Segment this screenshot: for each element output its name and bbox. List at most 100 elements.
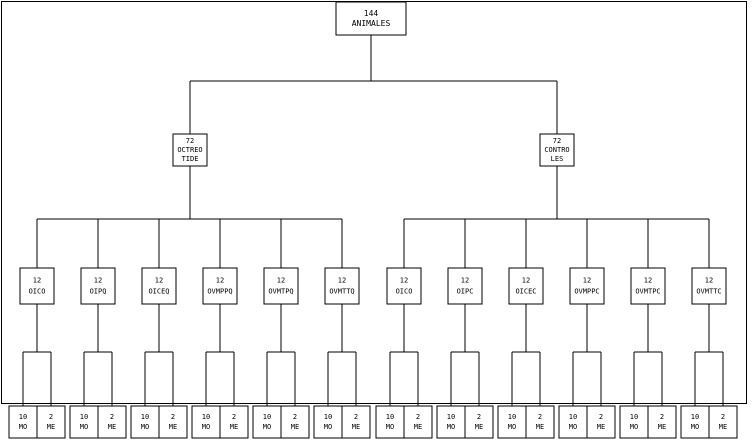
leaf-node-mo-box xyxy=(130,405,160,439)
subgroup-node-box xyxy=(141,267,177,305)
subgroup-node-label-line: OVMTPC xyxy=(635,288,660,296)
leaf-node-me: 2ME xyxy=(464,405,494,439)
leaf-node-mo-label-line: 10 xyxy=(19,413,27,421)
leaf-node-mo-box xyxy=(252,405,282,439)
subgroup-node-box xyxy=(386,267,422,305)
subgroup-node-box xyxy=(691,267,727,305)
subgroup-node-label-line: OICEC xyxy=(515,288,536,296)
leaf-node-me-label-line: 2 xyxy=(477,413,481,421)
group-node-controles-box xyxy=(539,133,575,167)
subgroup-node-box xyxy=(202,267,238,305)
leaf-node-me: 2ME xyxy=(403,405,433,439)
subgroup-node-label-line: OVMTPQ xyxy=(268,288,293,296)
subgroup-node-label-line: 12 xyxy=(705,277,713,285)
leaf-node-me-box xyxy=(36,405,66,439)
leaf-node-me-box xyxy=(647,405,677,439)
leaf-node-me: 2ME xyxy=(586,405,616,439)
subgroup-node-label-line: 12 xyxy=(400,277,408,285)
subgroup-node-label-line: OVMTTQ xyxy=(329,288,354,296)
leaf-node-mo-label-line: 10 xyxy=(630,413,638,421)
leaf-node-me-box xyxy=(525,405,555,439)
subgroup-node-label-line: OVMPPQ xyxy=(207,288,232,296)
leaf-node-mo-box xyxy=(313,405,343,439)
leaf-node-mo-box xyxy=(8,405,38,439)
leaf-node-me-label-line: 2 xyxy=(293,413,297,421)
subgroup-node-box xyxy=(508,267,544,305)
leaf-node-mo-label-line: 10 xyxy=(80,413,88,421)
leaf-node-mo-label-line: 10 xyxy=(508,413,516,421)
subgroup-node-box xyxy=(80,267,116,305)
leaf-node-me-label-line: 2 xyxy=(49,413,53,421)
subgroup-node-box xyxy=(263,267,299,305)
leaf-node-mo-label-line: MO xyxy=(202,423,210,431)
subgroup-node-label-line: OICO xyxy=(29,288,46,296)
subgroup-node-box xyxy=(19,267,55,305)
leaf-node-me-box xyxy=(403,405,433,439)
leaf-node-me-box xyxy=(280,405,310,439)
leaf-node-me-box xyxy=(219,405,249,439)
leaf-node-me-label-line: ME xyxy=(47,423,55,431)
leaf-node-me-label-line: ME xyxy=(597,423,605,431)
leaf-node-me-label-line: ME xyxy=(352,423,360,431)
subgroup-node-label-line: OICEQ xyxy=(148,288,169,296)
subgroup-node-label-line: OVMTTC xyxy=(696,288,721,296)
leaf-node-me-box xyxy=(464,405,494,439)
leaf-node-mo-label-line: 10 xyxy=(447,413,455,421)
tree-nodes: 144ANIMALES72OCTREOTIDE12OICO10MO2ME12OI… xyxy=(8,1,738,439)
leaf-node-me: 2ME xyxy=(341,405,371,439)
leaf-node-mo-label-line: 10 xyxy=(141,413,149,421)
leaf-node-mo-box xyxy=(497,405,527,439)
subgroup-node-label-line: OIPQ xyxy=(90,288,107,296)
leaf-node-mo-box xyxy=(191,405,221,439)
leaf-node-me-label-line: 2 xyxy=(721,413,725,421)
leaf-node-me: 2ME xyxy=(525,405,555,439)
leaf-node-mo-box xyxy=(436,405,466,439)
leaf-node-mo-label-line: MO xyxy=(508,423,516,431)
leaf-node-mo-label-line: MO xyxy=(324,423,332,431)
leaf-node-me-label-line: ME xyxy=(658,423,666,431)
leaf-node-me: 2ME xyxy=(647,405,677,439)
leaf-node-me-box xyxy=(97,405,127,439)
subgroup-node-label-line: 12 xyxy=(216,277,224,285)
leaf-node-me-label-line: ME xyxy=(108,423,116,431)
leaf-node-me-label-line: 2 xyxy=(538,413,542,421)
leaf-node-me: 2ME xyxy=(708,405,738,439)
tree-connectors xyxy=(1,1,747,406)
group-node-controles-label-line: CONTRO xyxy=(544,146,569,154)
leaf-node-me-box xyxy=(586,405,616,439)
leaf-node-me: 2ME xyxy=(97,405,127,439)
leaf-node-mo-label-line: 10 xyxy=(691,413,699,421)
subgroup-node-box xyxy=(324,267,360,305)
subgroup-node-box xyxy=(569,267,605,305)
subgroup-node-label-line: 12 xyxy=(155,277,163,285)
leaf-node-me-box xyxy=(341,405,371,439)
outer-frame xyxy=(1,1,747,404)
leaf-node-me-label-line: 2 xyxy=(354,413,358,421)
group-node-octreotide-label-line: TIDE xyxy=(182,155,199,163)
leaf-node-mo-box xyxy=(69,405,99,439)
leaf-node-mo-label-line: MO xyxy=(691,423,699,431)
leaf-node-me-label-line: 2 xyxy=(660,413,664,421)
leaf-node-me: 2ME xyxy=(280,405,310,439)
leaf-node-me-box xyxy=(708,405,738,439)
leaf-node-mo-label-line: 10 xyxy=(202,413,210,421)
subgroup-node-label-line: 12 xyxy=(583,277,591,285)
group-node-octreotide-label-line: 72 xyxy=(186,137,194,145)
leaf-node-me-label-line: ME xyxy=(536,423,544,431)
group-node-octreotide-box xyxy=(172,133,208,167)
